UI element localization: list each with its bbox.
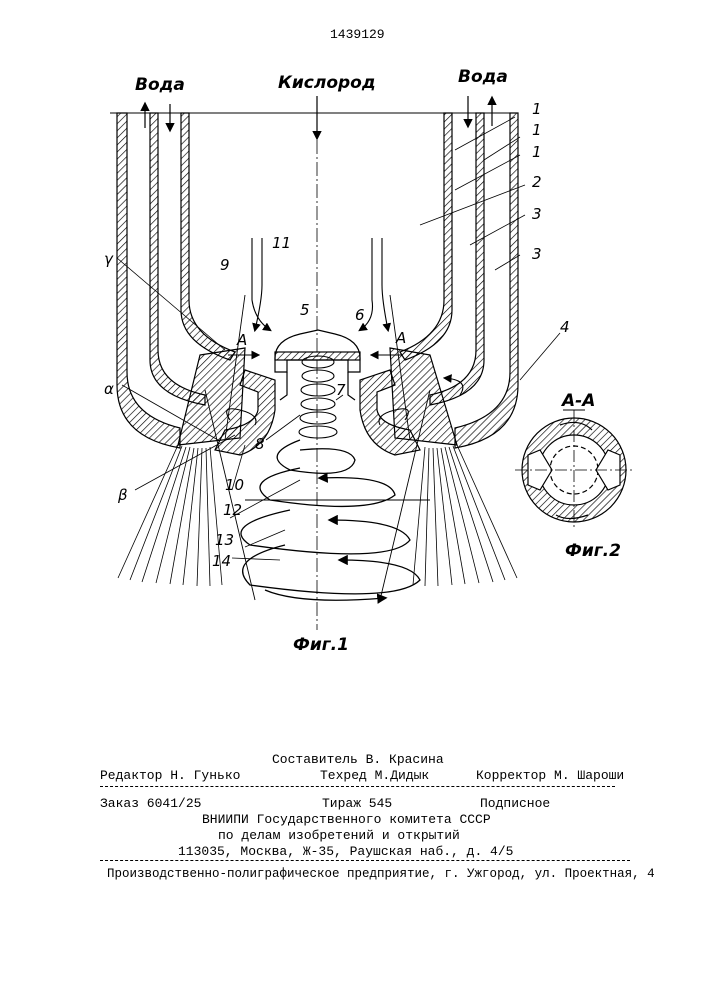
label-13: 13 (215, 531, 234, 549)
footer-compiler: Составитель В. Красина (272, 752, 444, 768)
footer-rule-2 (100, 860, 630, 861)
footer-org-line1: ВНИИПИ Государственного комитета СССР (202, 812, 491, 828)
label-8: 8 (255, 435, 265, 453)
footer-org-line3: 113035, Москва, Ж-35, Раушская наб., д. … (178, 844, 513, 860)
label-11: 11 (272, 234, 291, 252)
label-14: 14 (212, 552, 231, 570)
figure-1-caption: Фиг.1 (293, 635, 349, 655)
label-1a: 1 (532, 100, 542, 118)
label-1c: 1 (532, 143, 542, 161)
figure-2-caption: Фиг.2 (565, 541, 621, 561)
label-3b: 3 (532, 245, 542, 263)
footer-techred: Техред М.Дидык (320, 768, 429, 784)
label-10: 10 (225, 476, 244, 494)
label-6: 6 (355, 306, 365, 324)
flow-arrows (110, 96, 516, 138)
footer-subscription: Подписное (480, 796, 550, 812)
label-12: 12 (223, 501, 242, 519)
label-1b: 1 (532, 121, 542, 139)
footer-org-line2: по делам изобретений и открытий (218, 828, 460, 844)
label-9: 9 (220, 256, 230, 274)
label-gamma: γ (104, 250, 114, 268)
swirler-spring (299, 356, 337, 438)
label-7: 7 (336, 381, 346, 399)
footer-circulation: Тираж 545 (322, 796, 392, 812)
figure-1-drawing: Вода Кислород Вода (0, 0, 707, 700)
label-oxygen: Кислород (278, 73, 376, 93)
figure-2-drawing (515, 410, 633, 530)
swirl-jet (241, 440, 420, 600)
label-water-left: Вода (135, 75, 185, 95)
label-5: 5 (300, 301, 310, 319)
jet-fan-right (413, 445, 517, 586)
footer-printer: Производственно-полиграфическое предприя… (107, 866, 655, 882)
jet-fan-left (118, 445, 222, 586)
label-water-right: Вода (458, 67, 508, 87)
section-title: А-А (560, 391, 595, 411)
label-2: 2 (532, 173, 542, 191)
footer-order: Заказ 6041/25 (100, 796, 201, 812)
section-mark-right: A (395, 329, 406, 347)
section-mark-left: A (236, 331, 247, 349)
label-4: 4 (560, 318, 570, 336)
label-3a: 3 (532, 205, 542, 223)
label-alpha: α (104, 380, 114, 398)
footer-corrector: Корректор М. Шароши (476, 768, 624, 784)
footer-rule-1 (100, 786, 615, 787)
footer-editor: Редактор Н. Гунько (100, 768, 240, 784)
label-beta: β (117, 486, 128, 504)
